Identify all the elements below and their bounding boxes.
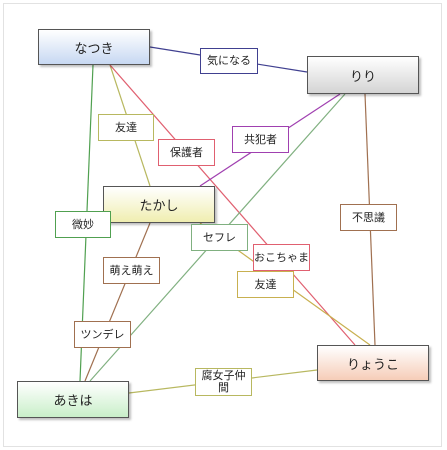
- node-riri[interactable]: りり: [307, 56, 419, 94]
- diagram-frame: [3, 3, 442, 447]
- label-natsuki-takashi[interactable]: 友達: [98, 114, 154, 141]
- node-natsuki[interactable]: なつき: [38, 29, 150, 65]
- label-takashi-akiha-moe[interactable]: 萌え萌え: [103, 257, 160, 284]
- label-ryouko-takashi-friend[interactable]: 友達: [237, 271, 294, 298]
- label-natsuki-ryouko[interactable]: 保護者: [158, 139, 215, 166]
- label-takashi-ryouko[interactable]: おこちゃま: [253, 244, 310, 271]
- label-riri-akiha[interactable]: セフレ: [191, 224, 248, 251]
- node-takashi[interactable]: たかし: [103, 186, 215, 223]
- label-akiha-takashi-tsundere[interactable]: ツンデレ: [74, 321, 131, 348]
- label-natsuki-akiha[interactable]: 微妙: [55, 211, 111, 238]
- edge-natsuki-ryouko: [109, 64, 356, 346]
- label-riri-ryouko[interactable]: 不思議: [340, 204, 397, 231]
- label-riri-takashi[interactable]: 共犯者: [232, 126, 289, 153]
- label-akiha-ryouko[interactable]: 腐女子仲 間: [195, 368, 252, 396]
- node-akiha[interactable]: あきは: [17, 381, 129, 418]
- node-ryouko[interactable]: りょうこ: [317, 345, 429, 381]
- label-natsuki-riri[interactable]: 気になる: [200, 48, 258, 74]
- edge-takashi-akiha: [84, 222, 151, 382]
